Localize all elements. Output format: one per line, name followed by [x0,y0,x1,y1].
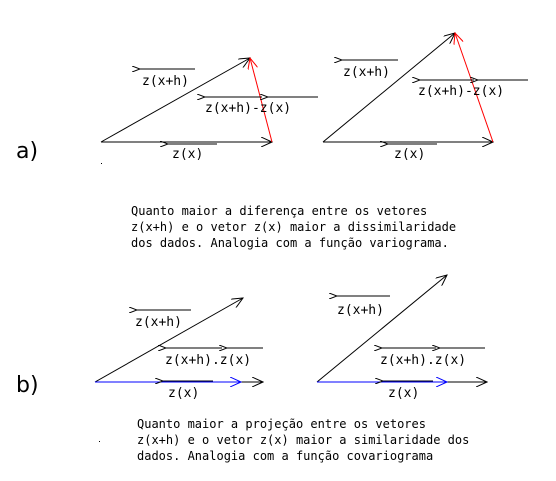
stray-dot [99,441,100,442]
label-projection: z(x+h).z(x) [165,353,251,368]
label-zx: z(x) [172,147,203,162]
label-zxh: z(x+h) [343,65,390,80]
paragraph-a-line: Quanto maior a diferença entre os vetore… [131,204,427,218]
vector-difference [455,33,494,143]
paragraph-b-line: dados. Analogia com a função covariogram… [137,449,433,463]
label-projection: z(x+h).z(x) [380,353,466,368]
vector-zxh [322,33,455,143]
paragraph-b: Quanto maior a projeção entre os vetores… [137,417,469,463]
diagram-b1: z(x+h) z(x+h).z(x) z(x) [94,298,263,401]
label-zxh: z(x+h) [135,315,182,330]
label-difference: z(x+h)-z(x) [205,101,291,116]
diagram-b2: z(x+h) z(x+h).z(x) z(x) [316,275,487,401]
paragraph-b-line: z(x+h) e o vetor z(x) maior a similarida… [137,433,469,447]
part-a-label: a) [16,139,38,164]
label-zxh: z(x+h) [142,74,189,89]
label-zx: z(x) [388,386,419,401]
paragraph-a: Quanto maior a diferença entre os vetore… [131,204,456,250]
paragraph-a-line: z(x+h) e o vetor z(x) maior a dissimilar… [131,220,456,234]
label-zxh: z(x+h) [337,303,384,318]
vector-zxh [100,58,250,143]
label-difference: z(x+h)-z(x) [418,84,504,99]
vector-zxh [94,298,243,383]
label-zx: z(x) [394,147,425,162]
paragraph-b-line: Quanto maior a projeção entre os vetores [137,417,426,431]
paragraph-a-line: dos dados. Analogia com a função variogr… [131,236,449,250]
vector-zxh [316,275,447,383]
diagram-a1: z(x+h) z(x+h)-z(x) z(x) [100,58,318,162]
stray-dot [101,163,102,164]
diagram-a2: z(x+h) z(x+h)-z(x) z(x) [322,33,528,162]
label-zx: z(x) [168,386,199,401]
part-b-label: b) [16,373,39,398]
vector-difference [250,58,273,143]
